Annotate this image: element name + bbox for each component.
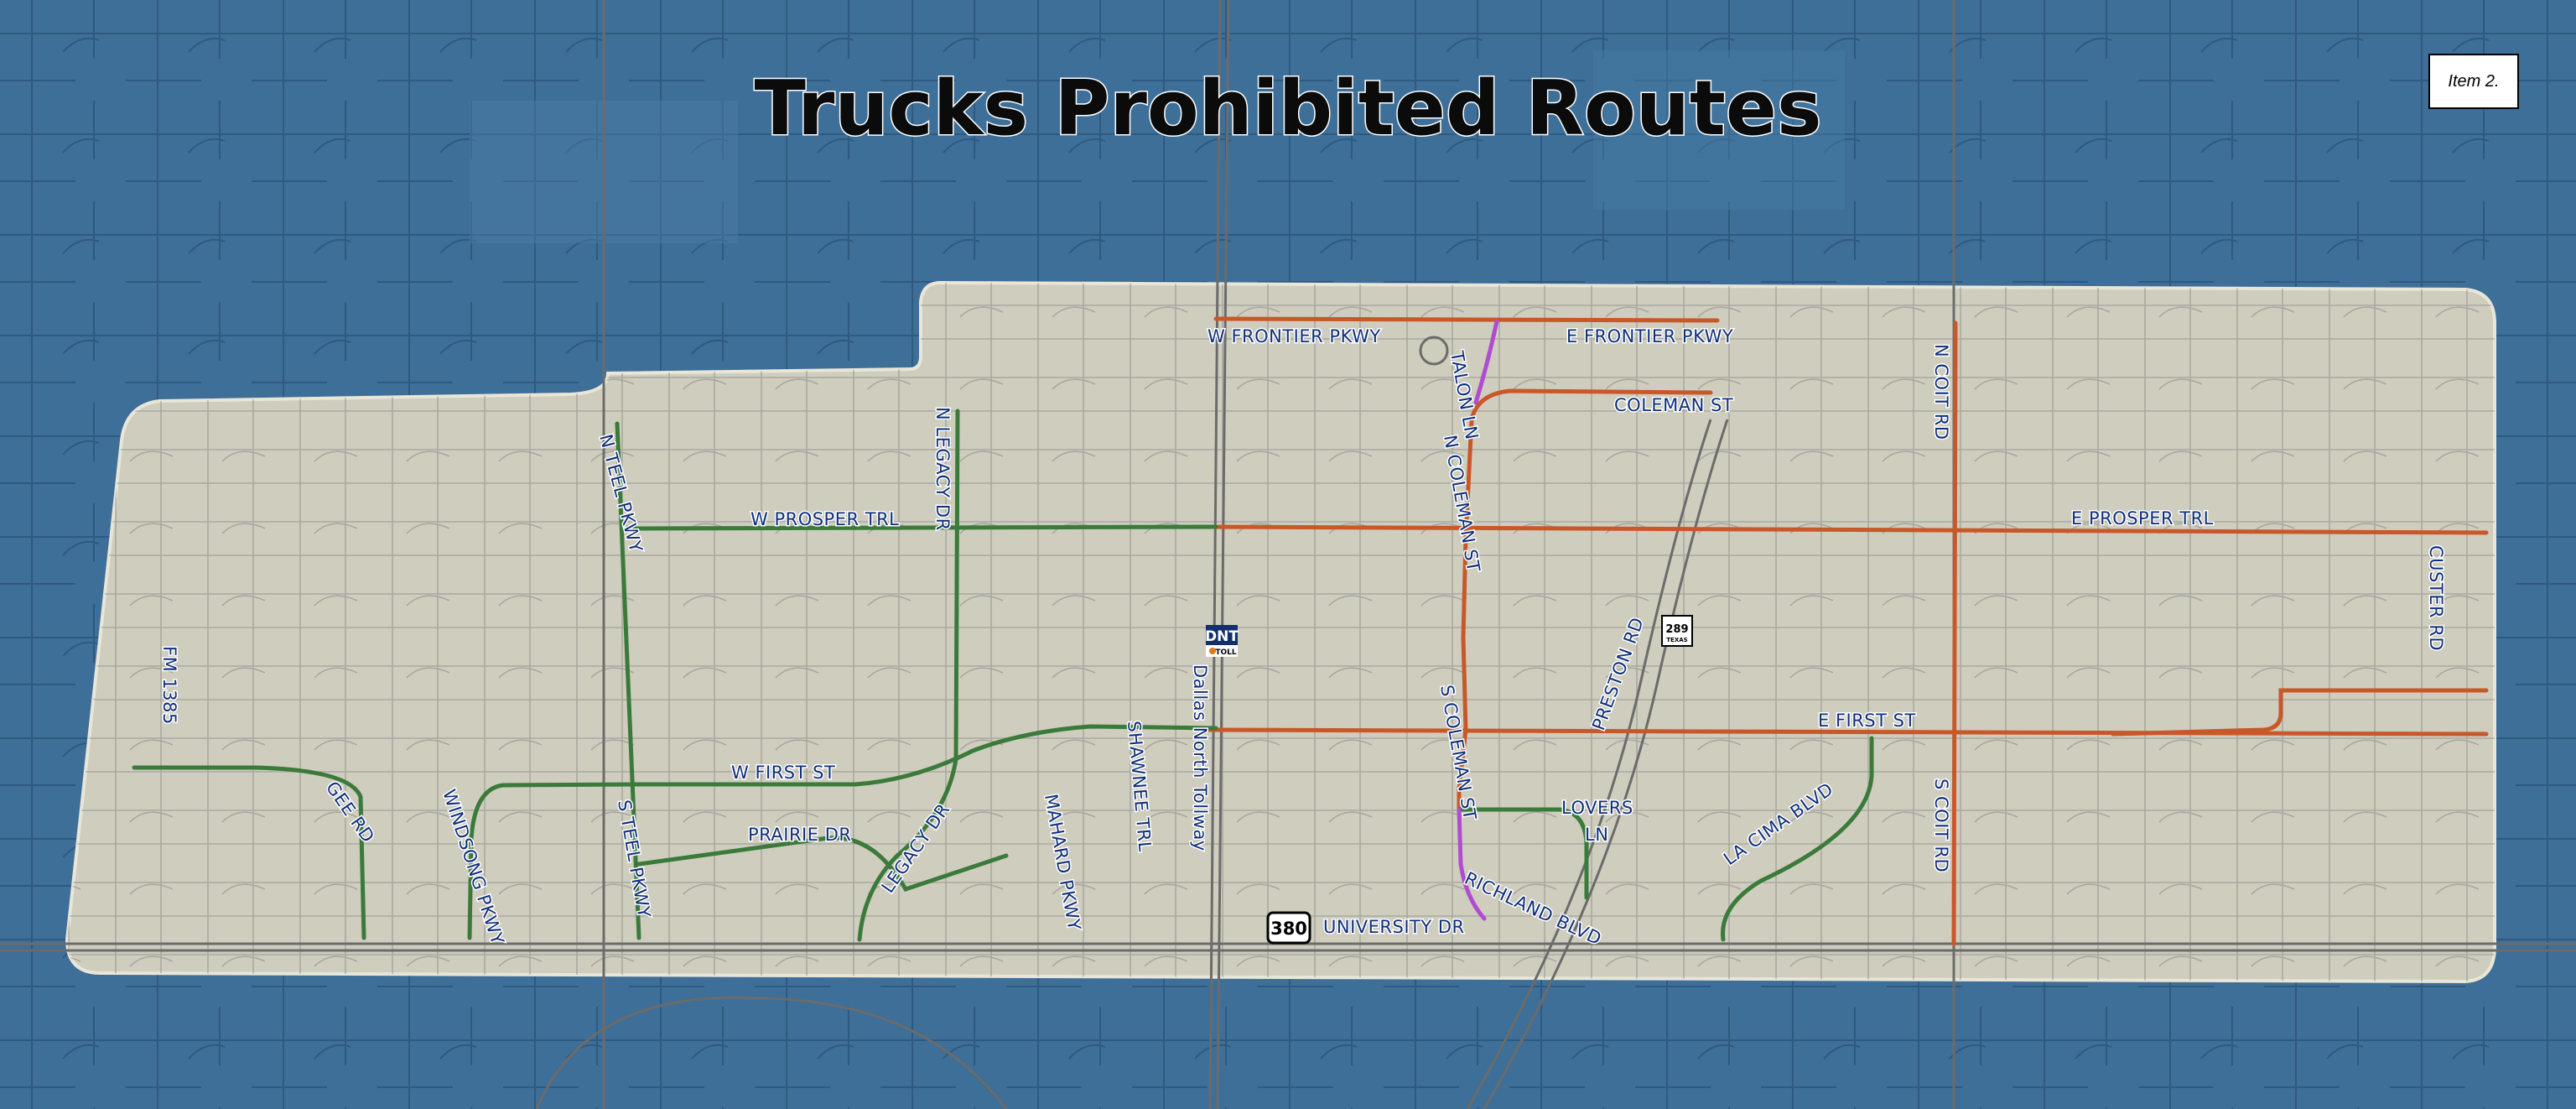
street-label-n-coit-rd: N COIT RD xyxy=(1931,344,1951,440)
svg-text:TOLL: TOLL xyxy=(1215,648,1237,657)
street-label-e-frontier-pkwy: E FRONTIER PKWY xyxy=(1566,326,1733,346)
street-label-e-prosper-trl: E PROSPER TRL xyxy=(2071,508,2214,528)
street-label-w-frontier-pkwy: W FRONTIER PKWY xyxy=(1208,326,1381,346)
us-380-shield: 380 xyxy=(1266,911,1311,945)
street-label-custer-rd: CUSTER RD xyxy=(2426,545,2446,651)
street-label-dallas-north-tollway: Dallas North Tollway xyxy=(1190,664,1210,851)
street-label-n-legacy-dr: N LEGACY DR xyxy=(932,407,953,531)
tx-289-shield: 289 TEXAS xyxy=(1661,615,1693,647)
prohibited-routes-green xyxy=(132,409,1874,942)
svg-text:DNT: DNT xyxy=(1205,628,1239,645)
item-badge: Item 2. xyxy=(2428,54,2519,109)
map-title: Trucks Prohibited Routes xyxy=(754,65,1821,153)
svg-text:TEXAS: TEXAS xyxy=(1666,637,1687,643)
street-label-ln: LN xyxy=(1585,825,1608,845)
street-label-s-coit-rd: S COIT RD xyxy=(1931,778,1951,872)
street-label-coleman-st: COLEMAN ST xyxy=(1614,395,1733,415)
street-label-e-first-st: E FIRST ST xyxy=(1818,711,1916,731)
street-label-university-dr: UNIVERSITY DR xyxy=(1323,917,1465,937)
svg-text:289: 289 xyxy=(1665,623,1688,636)
street-label-w-first-st: W FIRST ST xyxy=(731,763,835,783)
street-label-lovers: LOVERS xyxy=(1561,798,1633,818)
prohibited-routes-magenta xyxy=(1457,319,1499,921)
street-label-w-prosper-trl: W PROSPER TRL xyxy=(750,509,899,529)
local-street-grid xyxy=(67,283,2495,981)
street-label-prairie-dr: PRAIRIE DR xyxy=(748,825,851,845)
street-label-fm-1385: FM 1385 xyxy=(159,646,179,725)
roundabout xyxy=(1419,336,1449,366)
svg-text:380: 380 xyxy=(1270,919,1307,939)
prohibited-routes-orange xyxy=(1205,316,2489,946)
outside-field-patch xyxy=(1593,50,1845,210)
dnt-toll-shield: DNT TOLL xyxy=(1205,625,1239,657)
